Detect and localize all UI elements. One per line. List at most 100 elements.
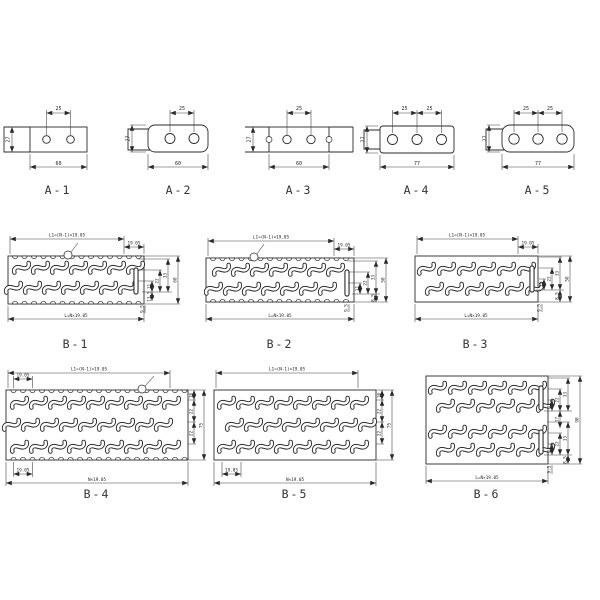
panel-label: B-6 — [474, 487, 501, 501]
dim-length-top: L1=(N-1)×19.05 — [269, 367, 306, 373]
dimension-lines: L1=(N-1)×19.05 19.05 11 22 33 58 8.5 9.5 — [414, 233, 573, 322]
dimension-lines: 25 27 60 — [247, 106, 330, 170]
part-outline — [425, 375, 553, 465]
dim-r2: 22 — [547, 276, 553, 282]
panel-b3: L1=(N-1)×19.05 19.05 11 22 33 58 8.5 9.5 — [414, 228, 599, 354]
panel-a4: 25 25 27 77 A-4 — [358, 95, 478, 197]
panel-label: A-3 — [286, 183, 313, 197]
panel-label: B-5 — [282, 487, 309, 501]
dim-left-label: 27 — [126, 135, 132, 141]
dim-pitch-bottom: 19.05 — [225, 468, 238, 474]
panel-label: A-1 — [45, 183, 72, 197]
dim-height: 58 — [381, 277, 387, 283]
dim-r3: 33 — [555, 271, 561, 277]
dim-r3: 33 — [163, 273, 169, 279]
dim-inner: 8.5 — [555, 292, 561, 300]
dim-height: 75 — [387, 423, 393, 429]
dim-height: 98 — [575, 417, 581, 423]
panel-a2: 25 27 60 A-2 — [122, 95, 242, 197]
bottom-notches — [209, 298, 350, 303]
drawing-b5: L1=(N-1)×19.05 10 22 22 75 19.05 N×19.05… — [213, 367, 395, 501]
dim-r3: 22 — [377, 431, 383, 437]
dim-r6: 33 — [563, 436, 569, 442]
drawing-b2: L1=(N-1)×19.05 19.05 11 22 33 58 8.5 9.5 — [204, 235, 389, 351]
dim-r2: 22 — [555, 397, 561, 403]
dim-inner: 8.5 — [371, 294, 377, 302]
dim-edge: 9.5 — [537, 304, 543, 312]
part-outline — [485, 124, 575, 153]
dim-length-bottom: L=N×19.05 — [64, 313, 88, 319]
dim-bottom-label: 77 — [535, 161, 541, 167]
dim-r1: 11 — [147, 284, 153, 290]
dim-r3: 33 — [563, 392, 569, 398]
dim-top-label: 25 — [55, 106, 61, 112]
dim-top-label: 25 — [296, 106, 302, 112]
dim-height: 58 — [565, 276, 571, 282]
dim-left-label: 27 — [483, 135, 489, 141]
dimension-lines: 25 27 60 — [126, 106, 209, 170]
dim-r1: 10 — [189, 393, 195, 399]
balloon-mark — [137, 375, 155, 394]
drawing-a3: 25 27 60 A-3 — [245, 106, 354, 197]
part-outline — [245, 126, 354, 153]
panel-b6: 11 22 33 17 11 22 33 98 8.5 9.5 — [424, 364, 600, 506]
dim-length-top: L1=(N-1)×19.05 — [71, 367, 108, 373]
dim-pitch: 19.05 — [128, 241, 141, 247]
panel-b5: L1=(N-1)×19.05 10 22 22 75 19.05 N×19.05… — [212, 364, 424, 506]
dim-pitch: 19.05 — [522, 241, 535, 247]
drawing-b3: L1=(N-1)×19.05 19.05 11 22 33 58 8.5 9.5 — [414, 233, 573, 351]
dim-length-bottom: L=N×19.05 — [268, 313, 292, 319]
balloon-mark — [249, 243, 265, 262]
dim-r1: 11 — [539, 282, 545, 288]
dim-inner: 8.5 — [563, 456, 569, 464]
panel-b4: L1=(N-1)×19.05 19.05 10 22 22 75 19.05 N… — [2, 364, 212, 506]
top-notches — [209, 257, 350, 262]
dim-left-label: 27 — [6, 136, 12, 142]
drawing-b4: L1=(N-1)×19.05 19.05 10 22 22 75 19.05 N… — [2, 367, 207, 501]
dimension-lines: L1=(N-1)×19.05 19.05 11 22 33 68 13.5 9.… — [7, 233, 181, 322]
panel-label: B-3 — [463, 337, 490, 351]
panel-label: A-2 — [166, 183, 193, 197]
panel-label: A-4 — [404, 183, 431, 197]
dimension-lines: L1=(N-1)×19.05 19.05 11 22 33 58 8.5 9.5 — [205, 235, 389, 322]
panel-a1: 25 27 60 A-1 — [0, 95, 120, 197]
part-outline — [206, 257, 355, 303]
dim-r1: 11 — [547, 403, 553, 409]
dim-r5: 22 — [555, 441, 561, 447]
panel-a3: 25 27 60 A-3 — [240, 95, 360, 197]
dim-pitch: 19.05 — [17, 373, 30, 379]
dim-edge: 9.5 — [344, 304, 350, 312]
dim-bottom-label: 60 — [296, 161, 302, 167]
dim-length-bottom: L=N×19.05 — [464, 313, 488, 319]
dim-r3: 33 — [371, 275, 377, 281]
dim-top1-label: 25 — [401, 106, 407, 112]
dim-top-label: 25 — [179, 106, 185, 112]
panel-b1: L1=(N-1)×19.05 19.05 11 22 33 68 13.5 9.… — [2, 228, 202, 354]
dim-r1: 10 — [377, 393, 383, 399]
dim-r2: 22 — [155, 278, 161, 284]
dim-length-top: L1=(N-1)×19.05 — [449, 233, 486, 239]
dimension-lines: L1=(N-1)×19.05 10 22 22 75 19.05 N×19.05 — [213, 367, 395, 486]
dim-top2-label: 25 — [547, 106, 553, 112]
dim-top2-label: 25 — [426, 106, 432, 112]
dim-length-top: L1=(N-1)×19.05 — [253, 235, 290, 241]
part-outline — [3, 126, 88, 153]
dimension-lines: 25 25 27 77 — [361, 106, 455, 170]
dim-bottom-label: 77 — [414, 161, 420, 167]
part-outline — [414, 255, 542, 303]
drawing-b1: L1=(N-1)×19.05 19.05 11 22 33 68 13.5 9.… — [2, 233, 181, 351]
dim-r2: 22 — [363, 280, 369, 286]
part-outline — [4, 389, 189, 461]
dim-r4: 11 — [547, 447, 553, 453]
dimension-lines: 25 25 27 77 — [483, 106, 575, 170]
dim-bottom-label: 60 — [175, 161, 181, 167]
part-outline — [127, 124, 209, 153]
dim-left-label: 27 — [247, 136, 253, 142]
dim-edge: 9.5 — [547, 465, 553, 473]
dim-height: 75 — [199, 423, 205, 429]
part-outline — [213, 389, 376, 461]
panel-label: B-2 — [267, 337, 294, 351]
panel-label: B-4 — [84, 487, 111, 501]
dim-inner: 13.5 — [147, 291, 153, 302]
dim-length-bottom: N×19.05 — [88, 477, 107, 483]
